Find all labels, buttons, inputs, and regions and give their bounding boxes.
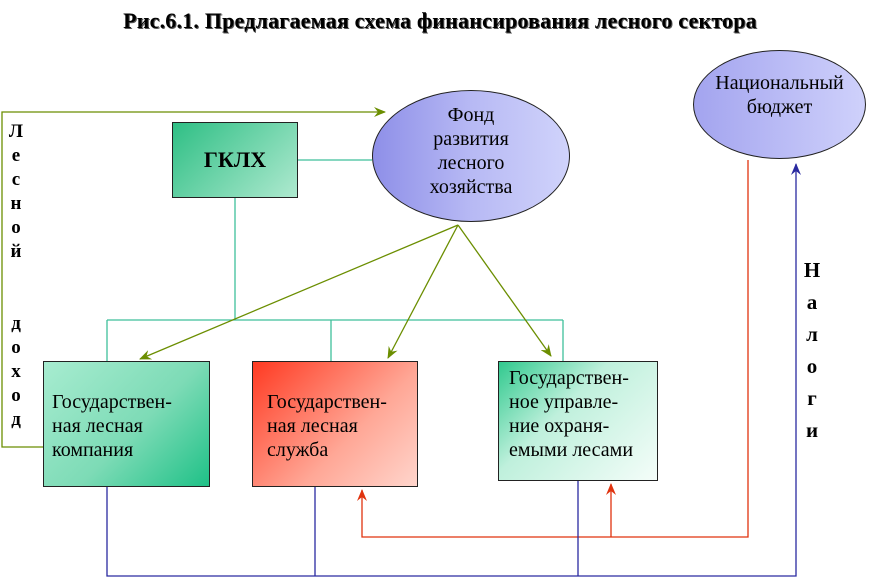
fund-line: лесного <box>437 152 505 174</box>
income-letter: с <box>11 169 21 190</box>
arrow-budget-service <box>357 160 749 538</box>
protected-line: ное управле- <box>509 391 619 413</box>
income-letter: о <box>11 385 21 406</box>
income-letter: д <box>11 313 21 334</box>
income-letter: х <box>11 361 21 382</box>
income-letter: й <box>10 241 22 262</box>
arrow-taxes-budget <box>106 163 801 577</box>
taxes-label: Н а л о г и <box>800 254 824 446</box>
income-letter: о <box>11 217 21 238</box>
taxes-letter: г <box>807 386 817 410</box>
taxes-letter: о <box>806 354 818 378</box>
income-letter: Л <box>8 121 24 142</box>
budget-ellipse: Национальный бюджет <box>693 50 866 159</box>
fund-ellipse: Фонд развития лесного хозяйства <box>372 90 570 222</box>
budget-line: бюджет <box>746 96 813 118</box>
income-letter <box>4 264 28 312</box>
fund-line: развития <box>433 128 509 150</box>
taxes-letter: Н <box>803 258 821 282</box>
protected-box: Государствен- ное управле- ние охраня- е… <box>498 361 658 481</box>
income-letter: о <box>11 337 21 358</box>
budget-line: Национальный <box>715 72 844 94</box>
diagram-title: Рис.6.1. Предлагаемая схема финансирован… <box>123 8 757 33</box>
arrow-fund-service <box>387 224 459 359</box>
service-line: ная лесная <box>267 415 358 437</box>
taxes-letter: л <box>806 322 818 346</box>
service-box: Государствен- ная лесная служба <box>252 361 418 487</box>
income-letter: д <box>11 409 21 430</box>
protected-line: ние охраня- <box>509 415 610 437</box>
arrow-fund-company <box>139 224 459 360</box>
fund-line: Фонд <box>447 104 495 126</box>
income-letter: е <box>11 145 21 166</box>
arrow-fund-protected <box>457 224 552 357</box>
service-line: служба <box>267 439 329 461</box>
company-line: ная лесная <box>52 415 143 437</box>
company-line: компания <box>52 439 134 461</box>
fund-line: хозяйства <box>429 176 513 198</box>
gklh-box: ГКЛХ <box>172 122 298 198</box>
income-letter: н <box>10 193 22 214</box>
service-line: Государствен- <box>267 391 387 413</box>
company-line: Государствен- <box>52 391 172 413</box>
gklh-label: ГКЛХ <box>203 147 267 172</box>
arrow-forest-income <box>1 107 386 448</box>
protected-line: емыми лесами <box>509 439 634 461</box>
company-box: Государствен- ная лесная компания <box>43 361 210 487</box>
taxes-letter: и <box>805 418 819 442</box>
taxes-letter: а <box>806 290 818 314</box>
protected-line: Государствен- <box>509 367 629 389</box>
forest-income-label: Л е с н о й д о х о д <box>4 120 28 432</box>
